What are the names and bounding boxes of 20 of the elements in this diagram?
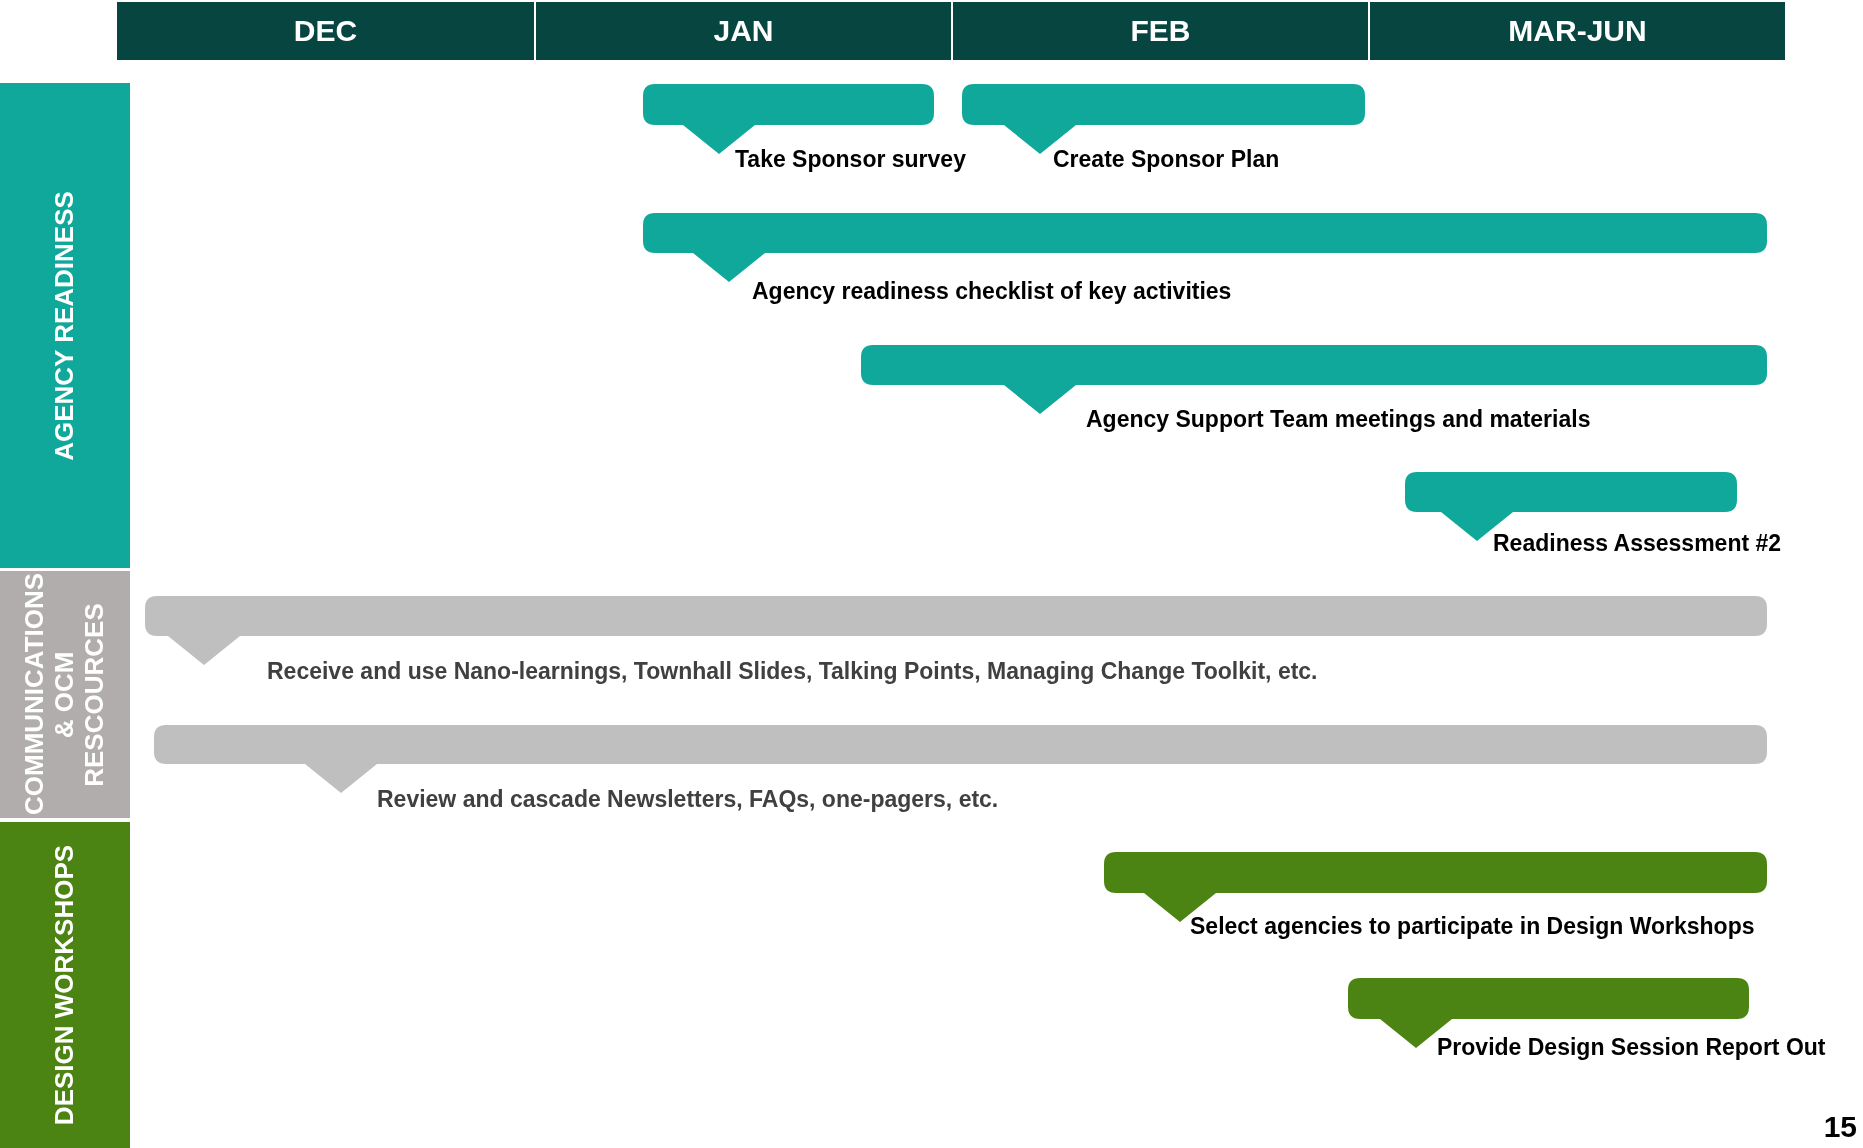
task-label: Review and cascade Newsletters, FAQs, one-pagers, etc. [377,787,999,813]
row-header [0,822,130,1148]
month-header: MAR-JUN [1368,2,1785,60]
row-title: DESIGN WORKSHOPS [50,843,80,1128]
task-label: Select agencies to participate in Design Workshops [1190,914,1755,940]
month-header: JAN [534,2,951,60]
task-label: Readiness Assessment #2 [1493,531,1782,557]
row-title: AGENCY READINESS [50,189,80,463]
row-title: COMMUNICATIONS & OCM RESCOURCES [20,574,110,815]
row-header [0,571,130,818]
month-header: FEB [951,2,1368,60]
row-header [0,83,130,568]
task-label: Create Sponsor Plan [1053,147,1280,173]
task-label: Agency Support Team meetings and materials [1086,407,1591,433]
task-label: Provide Design Session Report Out [1437,1035,1826,1061]
task-label: Receive and use Nano-learnings, Townhall Slides, Talking Points, Managing Change Toolkit, etc. [267,659,1318,685]
month-header: DEC [117,2,534,60]
page-number: 15 [1823,1110,1857,1144]
task-label: Take Sponsor survey [735,147,966,173]
task-label: Agency readiness checklist of key activities [752,279,1232,305]
